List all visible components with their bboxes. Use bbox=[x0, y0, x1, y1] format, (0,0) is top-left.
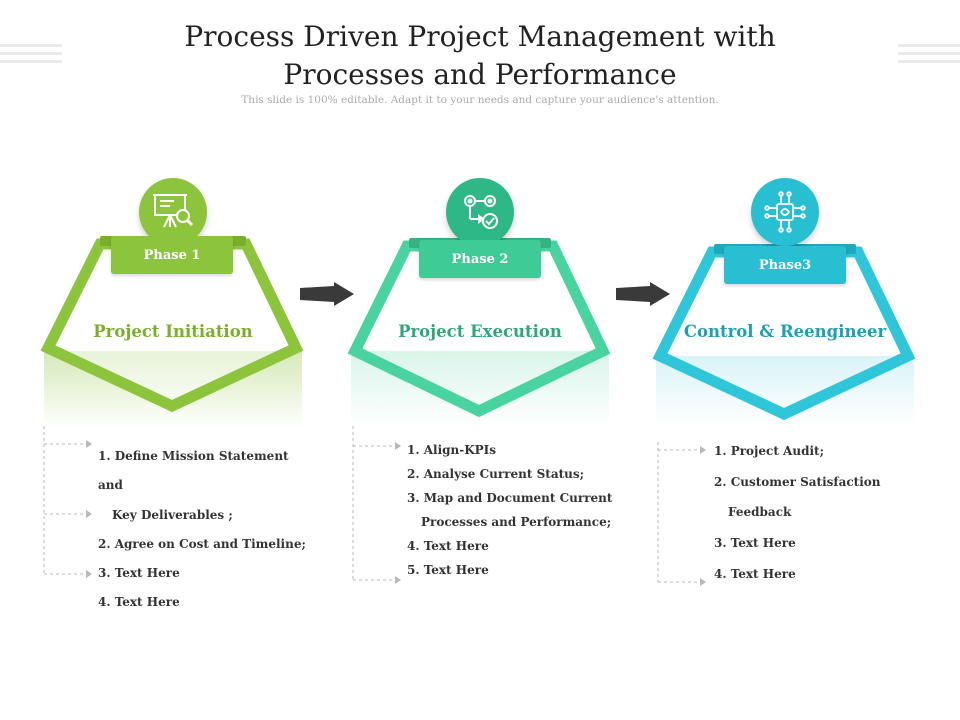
presentation-board-magnifier-icon bbox=[153, 194, 194, 228]
phase-2-connector-lines bbox=[352, 426, 401, 584]
phase-1-icon-circle bbox=[139, 178, 207, 246]
flow-arrow-1 bbox=[300, 282, 354, 306]
phase-3-item-list: 1. Project Audit; 2. Customer Satisfacti… bbox=[714, 436, 881, 590]
phase-1-item-4: 4. Text Here bbox=[98, 595, 180, 610]
phase-2-heading: Project Execution bbox=[398, 322, 562, 341]
title-line-2: Processes and Performance bbox=[283, 58, 677, 91]
phase-1-badge: Phase 1 bbox=[111, 236, 233, 274]
phase-2-item-list: 1. Align-KPIs 2. Analyse Current Status;… bbox=[407, 438, 612, 582]
slide-subtitle: This slide is 100% editable. Adapt it to… bbox=[241, 94, 719, 106]
phase-3-item-1: 1. Project Audit; bbox=[714, 444, 825, 458]
flow-arrow-2 bbox=[616, 282, 670, 306]
circuit-chip-icon bbox=[764, 191, 806, 233]
phase-3-card: Phase3 Control & Reengineer 1. Project A… bbox=[650, 176, 920, 596]
phase-2-item-1: 1. Align-KPIs bbox=[407, 443, 497, 457]
phase-1-connector-lines bbox=[43, 426, 92, 578]
phase-3-connector-lines bbox=[657, 442, 706, 586]
phase-2-card: Phase 2 Project Execution 1. Align-KPIs … bbox=[345, 176, 615, 596]
decor-lines-left bbox=[0, 44, 62, 68]
phase-3-icon-circle bbox=[751, 178, 819, 246]
phase-2-item-2: 2. Analyse Current Status; bbox=[407, 467, 585, 481]
decor-lines-right bbox=[898, 44, 960, 68]
phase-1-card: Phase 1 Project Initiation 1. Define Mis… bbox=[38, 176, 308, 609]
phase-1-heading: Project Initiation bbox=[93, 322, 253, 341]
phase-3-badge: Phase3 bbox=[724, 246, 846, 284]
phase-2-item-5: 5. Text Here bbox=[407, 563, 489, 577]
title-line-1: Process Driven Project Management with bbox=[184, 20, 776, 53]
phase-2-icon-circle bbox=[446, 178, 514, 246]
phase-3-heading: Control & Reengineer bbox=[683, 322, 887, 341]
phase-2-badge: Phase 2 bbox=[419, 240, 541, 278]
phase-1-item-3: 3. Text Here bbox=[98, 566, 180, 581]
phase-3-item-4: 4. Text Here bbox=[714, 566, 796, 581]
phase-3-item-3: 3. Text Here bbox=[714, 536, 796, 551]
gears-process-icon bbox=[464, 195, 498, 229]
phase-1-item-2: 2. Agree on Cost and Timeline; bbox=[98, 536, 306, 551]
slide-title: Process Driven Project Management with P… bbox=[0, 18, 960, 94]
phase-2-item-4: 4. Text Here bbox=[407, 539, 489, 553]
